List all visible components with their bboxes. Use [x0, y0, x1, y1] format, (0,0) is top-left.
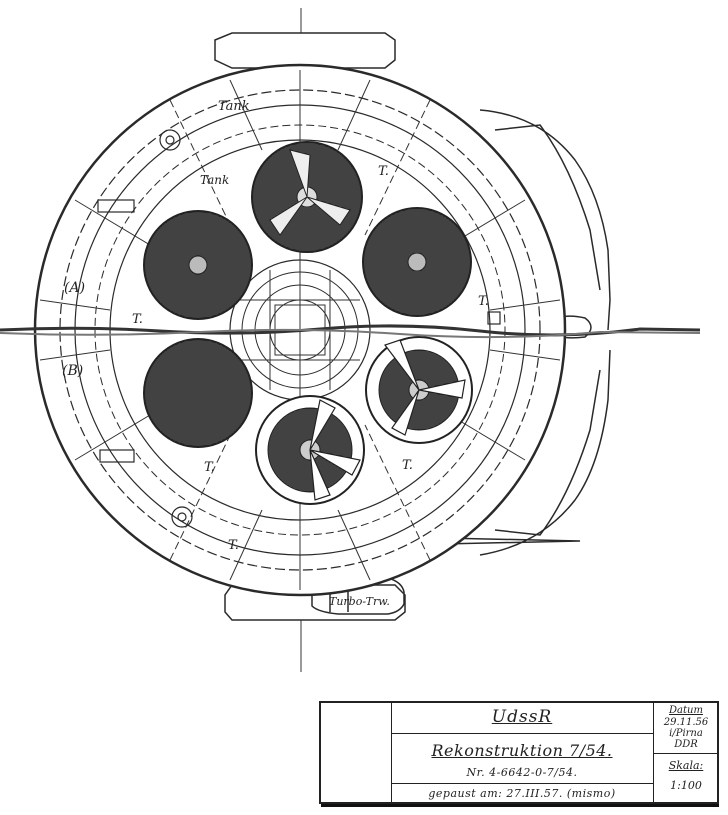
label-t-lower-left: T. — [204, 460, 215, 475]
rotor-top — [251, 141, 363, 253]
scale-label: Skala: — [668, 759, 704, 772]
label-t-left: T. — [132, 312, 143, 327]
date-value: 29.11.56 — [663, 717, 709, 728]
label-t-lower-mid: T. — [402, 458, 413, 473]
scale-value: 1:100 — [670, 779, 702, 792]
label-section-b: (B) — [62, 363, 83, 379]
label-tank-inner: Tank — [200, 173, 229, 187]
label-t-bottom: T. — [228, 538, 239, 553]
title-block-main-cell: UdssR Rekonstruktion 7/54. Nr. 4-6642-0-… — [391, 703, 654, 802]
title-block: UdssR Rekonstruktion 7/54. Nr. 4-6642-0-… — [319, 701, 719, 804]
label-t-right: T. — [478, 294, 489, 309]
country-short: DDR — [674, 739, 698, 750]
country-name: UdssR — [491, 707, 553, 727]
left-fittings — [97, 129, 501, 528]
label-section-a: (A) — [64, 280, 85, 296]
place-value: i/Pirna — [669, 728, 703, 739]
rotor-lower-left — [143, 338, 253, 448]
title-block-blank-cell — [321, 703, 392, 802]
traced-date: gepaust am: 27.III.57. (mismo) — [428, 787, 616, 800]
date-label: Datum — [669, 705, 703, 716]
horizontal-seam — [0, 324, 701, 339]
title-block-side-cell: Datum 29.11.56 i/Pirna DDR Skala: 1:100 — [653, 703, 719, 802]
rotor-upper-left — [143, 210, 253, 320]
rotor-lower-right — [365, 336, 473, 444]
drawing-title: Rekonstruktion 7/54. — [431, 741, 613, 760]
label-tank-top: Tank — [218, 99, 250, 114]
label-t-upper-right: T. — [378, 164, 389, 179]
rotor-bottom — [255, 395, 365, 505]
title-block-baseline — [321, 804, 719, 807]
drawing-number: Nr. 4-6642-0-7/54. — [466, 766, 578, 779]
rotor-upper-right — [362, 207, 472, 317]
label-turbo: Turbo-Trw. — [329, 595, 390, 608]
